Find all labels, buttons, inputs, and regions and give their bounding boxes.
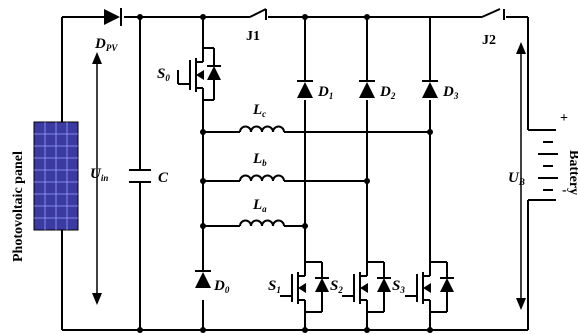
switch-j1 [249, 8, 267, 20]
d3-label: D3 [442, 84, 459, 101]
la-label: La [252, 197, 267, 214]
inductor-lb [239, 174, 285, 182]
junction-dots [137, 14, 433, 333]
j2-label: J2 [482, 33, 496, 48]
switch-j2 [481, 8, 505, 20]
inductor-la [239, 219, 285, 227]
lb-label: Lb [252, 151, 267, 168]
uin-arrow [92, 52, 102, 305]
lc-label: Lc [252, 102, 266, 119]
diode-d1 [297, 80, 313, 98]
diode-d2 [359, 80, 375, 98]
battery-label: Battery [566, 150, 578, 195]
c-label: C [158, 170, 169, 186]
s2-mosfet [342, 261, 391, 313]
d-pv-label: DPV [94, 36, 118, 53]
j1-label: J1 [246, 29, 260, 44]
capacitor-c [129, 169, 151, 183]
d0-label: D0 [213, 278, 230, 295]
s0-label: S0 [157, 66, 170, 83]
ub-label: UB [508, 170, 525, 187]
s3-label: S3 [392, 278, 405, 295]
uin-label: Uin [90, 166, 108, 183]
pv-panel-label: Photovoltaic panel [11, 151, 26, 262]
inductor-lc [239, 125, 285, 133]
battery-plus: + [560, 111, 568, 126]
d1-label: D1 [317, 84, 333, 101]
ub-arrow [516, 42, 526, 310]
diode-d0 [195, 270, 211, 288]
s1-label: S1 [268, 278, 281, 295]
s1-mosfet [280, 261, 329, 313]
pv-panel [33, 121, 79, 231]
battery-minus: - [562, 183, 567, 198]
s3-mosfet [405, 261, 454, 313]
s2-label: S2 [330, 278, 343, 295]
s0-mosfet [177, 47, 221, 101]
diode-d3 [422, 80, 438, 98]
battery-symbol [528, 129, 558, 201]
d-pv-diode [104, 8, 122, 26]
d2-label: D2 [379, 84, 396, 101]
wires [61, 16, 529, 331]
